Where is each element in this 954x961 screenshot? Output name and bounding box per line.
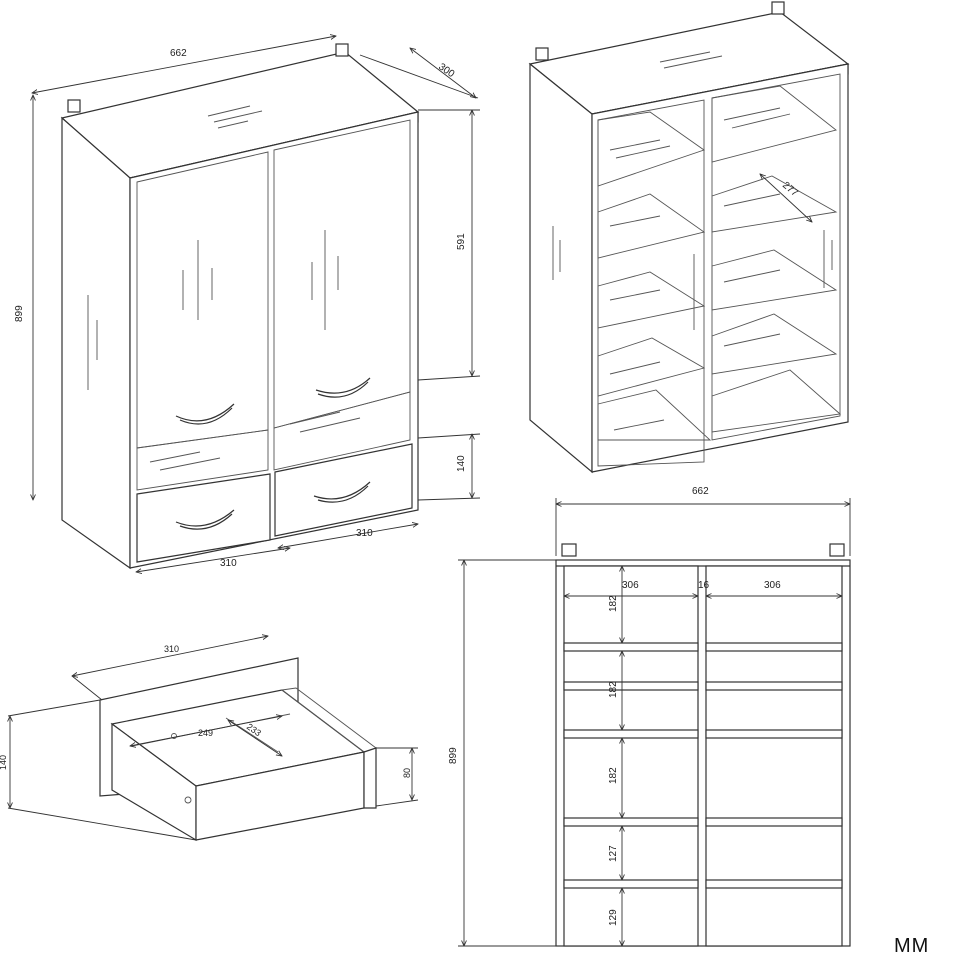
dim-gap-4: 127 (608, 845, 619, 862)
dim-drawer-width-310: 310 (164, 644, 179, 654)
dim-gap-3: 182 (608, 767, 619, 784)
drawer-view: 310 249 233 140 80 (0, 636, 419, 842)
brand-logo: MM (894, 935, 930, 957)
dim-gap-1: 182 (608, 595, 619, 612)
dim-gap-5: 129 (608, 909, 619, 926)
dim-front-col-right-306: 306 (764, 580, 781, 591)
dim-front-height-899: 899 (448, 747, 459, 764)
dim-drawer-left-310: 310 (220, 558, 237, 569)
dim-drawer-140: 140 (456, 455, 467, 472)
front-elevation-view: 662 306 16 306 899 182 182 182 127 129 (448, 486, 850, 946)
dim-front-width-662: 662 (692, 486, 709, 497)
dim-front-divider-16: 16 (698, 580, 710, 591)
dim-drawer-right-310: 310 (356, 528, 373, 539)
dim-height-899: 899 (14, 305, 25, 322)
dim-upper-591: 591 (456, 233, 467, 250)
open-cabinet-view: 277 (528, 1, 850, 474)
dim-drawer-side-80: 80 (402, 768, 412, 778)
dim-depth-300: 300 (436, 61, 456, 80)
dim-drawer-inner-249: 249 (198, 728, 213, 738)
dim-width-662: 662 (170, 48, 187, 59)
dim-gap-2: 182 (608, 681, 619, 698)
closed-cabinet-view: 662 300 899 591 140 310 310 (14, 36, 481, 572)
dim-drawer-front-140: 140 (0, 755, 8, 770)
dim-front-col-left-306: 306 (622, 580, 639, 591)
